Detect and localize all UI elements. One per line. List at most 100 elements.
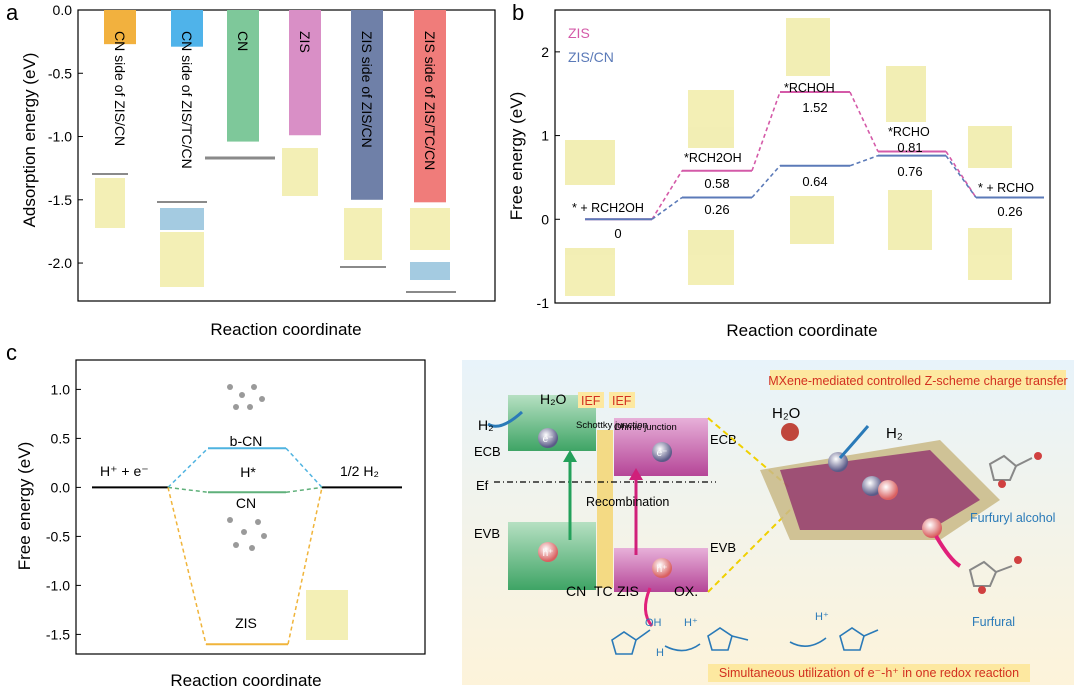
ief-2-bg [609,392,635,408]
panel-c-label-cn: CN [236,495,256,511]
cn-excitation-arrowhead [563,450,577,462]
panel-c-y-tick-label: 1.0 [51,381,71,397]
panel-a-y-axis-label: Adsorption energy (eV) [20,53,39,228]
panel-b-zis-value: 0.58 [704,176,729,191]
panel-a-y-tick-label: -1.0 [48,129,72,145]
panel-c-y-tick-label: -1.0 [46,577,70,593]
panel-a-bar-labels: CN side of ZIS/CN CN side of ZIS/TC/CN CN Z… [112,31,438,170]
panel-c-connector [287,487,323,645]
hole-zis [652,558,672,578]
panel-a-x-axis-label: Reaction coordinate [210,320,361,339]
panel-b-connector [849,154,879,167]
panel-c-label-bcn: b-CN [230,433,263,449]
panel-b-state-4: *RCHO [888,125,930,139]
panel-c-y-tick-label: 0.5 [51,430,71,446]
label-ox: OX. [674,583,698,599]
panel-c-label-hstar: H* [240,464,256,480]
label-h: H [656,647,664,659]
panel-c-connector [285,447,323,488]
panel-a-bar-label: CN [235,31,251,51]
panel-c-y-tick-label: -0.5 [46,528,70,544]
mxene-hole-1 [878,480,898,500]
panel-b-y-tick-label: -1 [537,295,550,311]
panel-a-bar-label: CN side of ZIS/CN [112,31,128,146]
panel-a-bar-label: CN side of ZIS/TC/CN [179,31,195,169]
panel-c-frame [75,359,426,655]
panel-b-y-tick-label: 1 [541,128,549,144]
label-ecb-right: ECB [710,432,737,447]
electron-symbol-2: e⁻ [657,448,668,459]
label-ief-2: IEF [612,394,632,408]
label-schottky: Schottky junction [576,420,648,431]
label-cn: CN [566,583,586,599]
panel-b-connector [945,155,977,198]
panel-c-y-tick-label: -1.5 [46,626,70,642]
electron-cn [538,428,558,448]
panel-b-structures [565,18,1012,296]
panel-label-c: c [6,340,17,365]
hole-cn [538,542,558,562]
label-evb-right: EVB [710,540,736,555]
panel-b-connector [651,196,683,220]
panel-a-bars [104,10,446,203]
panel-b-y-axis-label: Free energy (eV) [507,92,526,221]
panel-a-bar-label: ZIS [297,31,313,53]
panel-a-y-tick-label: -0.5 [48,65,72,81]
panel-b-connector [849,91,879,152]
label-h2-left: H₂ [478,417,494,433]
label-ecb-left: ECB [474,444,501,459]
panel-b-y-tick-label: 2 [541,44,549,60]
panel-b-legend-zis-cn: ZIS/CN [568,49,614,65]
label-h2o-right: H₂O [772,405,800,422]
panel-c-label-left: H⁺ + e⁻ [100,463,149,479]
panel-c-label-zis: ZIS [235,615,257,631]
panel-a-bar [171,10,203,47]
panel-a-bar [351,10,383,200]
panel-b-zis-cn-value: 0 [614,226,621,241]
h2-evolution-arrow [487,410,524,428]
panel-b-state-1: * + RCH2OH [572,201,644,215]
ief-1-bg [578,392,604,408]
label-h2o-left: H₂O [540,391,567,407]
hole-symbol-1: h⁺ [543,548,554,559]
panel-c-connector [167,486,209,494]
panel-b-state-2: *RCH2OH [684,151,742,165]
furfural-molecule [968,556,1022,594]
zis-excitation-arrowhead [629,468,643,480]
reaction-scheme [611,627,879,655]
panel-a-bar [414,10,446,203]
panel-label-a: a [6,0,19,25]
panel-a-y-tick-label: 0.0 [53,2,73,18]
label-tc: TC [594,583,613,599]
mxene-electron-1 [828,452,848,472]
panel-a-bar [289,10,321,136]
hole-symbol-2: h⁺ [657,564,668,575]
panel-b-connector [751,165,781,199]
panel-d-title-bg [770,370,1066,390]
mxene-hole-2 [922,518,942,538]
panel-a-y-ticks: 0.0-0.5-1.0-1.5-2.0 [48,2,83,271]
panel-c-energy-levels [92,447,402,646]
panel-a-bar-label: ZIS side of ZIS/TC/CN [422,31,438,170]
label-h2-right: H₂ [886,425,903,442]
label-zis: ZIS [617,583,639,599]
panel-b-state-3: *RCHOH [784,81,835,95]
panel-a-bar [227,10,259,142]
panel-d-footer-bg [708,664,1030,682]
mxene-h2-arrow [838,425,870,459]
panel-b-x-axis-label: Reaction coordinate [726,321,877,340]
mxene-electron-2 [862,476,882,496]
panel-c-x-axis-label: Reaction coordinate [170,671,321,690]
label-oh: OH [645,617,662,629]
panel-d: MXene-mediated controlled Z-scheme charg… [462,360,1074,685]
panel-d-footer: Simultaneous utilization of e⁻-h⁺ in one… [719,666,1019,680]
panel-label-b: b [512,0,525,25]
panel-b-zis-cn-value: 0.26 [704,202,729,217]
panel-a-frame [77,9,496,302]
panel-c-y-ticks: 1.00.50.0-0.5-1.0-1.5 [46,381,81,642]
panel-a-structure-1 [92,173,128,228]
label-ief-1: IEF [581,394,601,408]
panel-c-y-axis-label: Free energy (eV) [15,442,34,571]
